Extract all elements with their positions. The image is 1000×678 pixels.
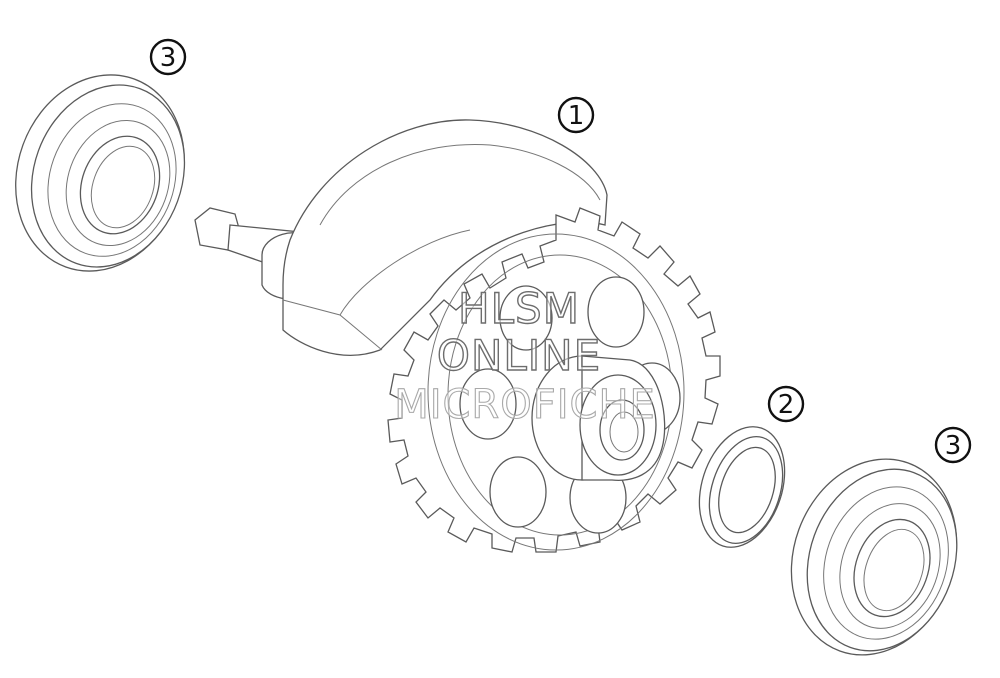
right-bearing[interactable] xyxy=(765,436,984,678)
watermark: HLSM ONLINE MICROFICHE xyxy=(394,283,656,428)
callout-2: 2 xyxy=(767,385,805,423)
callout-3-right-label: 3 xyxy=(945,431,962,461)
callout-1: 1 xyxy=(557,96,595,134)
thrust-washer[interactable] xyxy=(685,416,799,559)
crankshaft-web[interactable] xyxy=(282,119,608,356)
gear-hub xyxy=(531,355,666,481)
callout-3-right: 3 xyxy=(934,426,972,464)
watermark-line-1: HLSM xyxy=(458,284,580,333)
callout-1-label: 1 xyxy=(568,101,585,131)
callout-2-label: 2 xyxy=(778,390,795,420)
watermark-line-2: ONLINE xyxy=(437,331,601,380)
left-bearing[interactable] xyxy=(0,51,211,295)
watermark-line-3: MICROFICHE xyxy=(394,382,656,428)
callout-3-left: 3 xyxy=(149,38,187,76)
callout-3-left-label: 3 xyxy=(160,43,177,73)
